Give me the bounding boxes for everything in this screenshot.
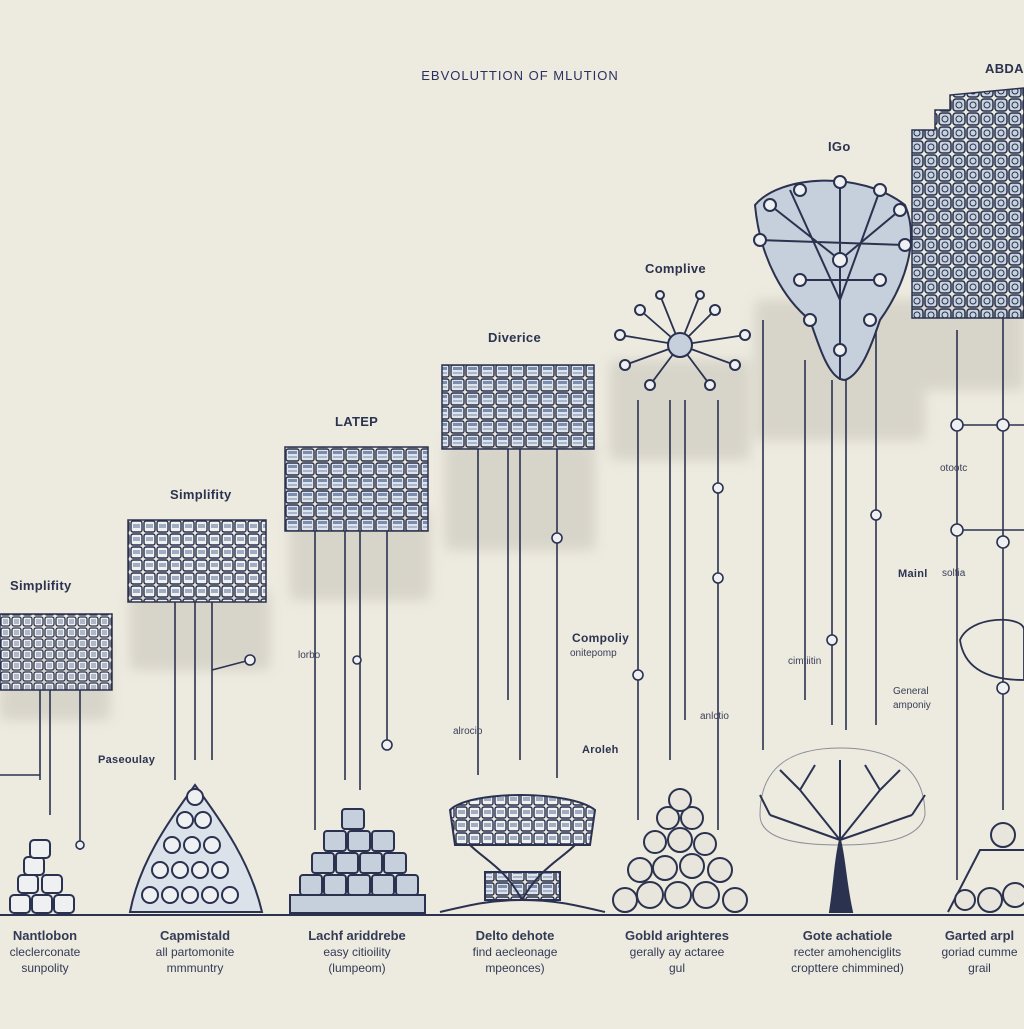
stage-1-caption-line-3: sunpolity: [21, 961, 69, 975]
annotation-small-b: cimtiitin: [788, 656, 822, 667]
annotation-paseoulay: Paseoulay: [98, 754, 156, 766]
stage-4-caption-line-1: Delto dehote: [475, 928, 555, 943]
stage-6-label: IGo: [828, 139, 851, 154]
stage-3-caption-line-3: (lumpeom): [328, 961, 386, 975]
stage-7-caption-line-2: goriad cumme: [941, 945, 1018, 959]
annotation-general-sub: amponiy: [893, 700, 931, 711]
stage-5-caption-line-1: Gobld arighteres: [624, 928, 730, 943]
stage-6-caption: Gote achatiole recter amohenciglits crop…: [775, 928, 920, 976]
stage-4-caption: Delto dehote find aecleonage mpeonces): [450, 928, 580, 976]
stage-5-caption-line-3: gul: [668, 961, 685, 975]
stage-2-caption: Capmistald all partomonite mmmuntry: [130, 928, 260, 976]
stage-6-caption-line-3: cropttere chimmined): [791, 961, 904, 975]
stage-2-caption-line-2: all partomonite: [155, 945, 235, 959]
stage-1-caption: Nantlobon cleclerconate sunpolity: [0, 928, 110, 976]
stage-5-label: Complive: [645, 261, 706, 276]
stage-7-caption-line-3: grail: [968, 961, 991, 975]
stage-3-caption-line-2: easy citioility: [323, 945, 391, 959]
stage-4-label: Diverice: [488, 330, 541, 345]
annotation-mainl: Mainl: [898, 568, 928, 580]
stage-3-caption: Lachf ariddrebe easy citioility (lumpeom…: [292, 928, 422, 976]
diagram-title: EBVOLUTTION OF MLUTION: [421, 68, 619, 83]
stage-1-caption-line-1: Nantlobon: [12, 928, 78, 943]
stage-6-caption-line-1: Gote achatiole: [802, 928, 893, 943]
stage-2-label: Simplifity: [170, 487, 232, 502]
stage-5-caption: Gobld arighteres gerally ay actaree gul: [612, 928, 742, 976]
stage-3-caption-line-1: Lachf ariddrebe: [308, 928, 406, 943]
annotation-small-c: alrocio: [453, 726, 483, 737]
annotation-aroleh: Aroleh: [582, 744, 619, 756]
stage-5-caption-line-2: gerally ay actaree: [629, 945, 725, 959]
stage-7-label: ABDA: [985, 61, 1024, 76]
stage-2-caption-line-3: mmmuntry: [166, 961, 224, 975]
stage-6-caption-line-2: recter amohenciglits: [793, 945, 902, 959]
annotation-compoliy: Compoliy: [572, 631, 630, 645]
stage-4-caption-line-2: find aecleonage: [472, 945, 558, 959]
stage-2-caption-line-1: Capmistald: [159, 928, 231, 943]
annotation-small-d: anlctio: [700, 711, 729, 722]
annotation-compoliy-sub: onitepomp: [570, 648, 617, 659]
stage-7-caption-line-1: Garted arpl: [944, 928, 1015, 943]
annotation-small-a: lorbo: [298, 650, 321, 661]
stage-7-caption: Garted arpl goriad cumme grail: [935, 928, 1024, 976]
annotation-general: General: [893, 686, 929, 697]
stage-1-label: Simplifity: [10, 578, 72, 593]
annotation-small-e: solfia: [942, 568, 966, 579]
annotation-small-f: otootc: [940, 463, 968, 474]
stage-1-caption-line-2: cleclerconate: [9, 945, 81, 959]
stage-3-label: LATEP: [335, 414, 379, 429]
stage-4-caption-line-3: mpeonces): [485, 961, 545, 975]
